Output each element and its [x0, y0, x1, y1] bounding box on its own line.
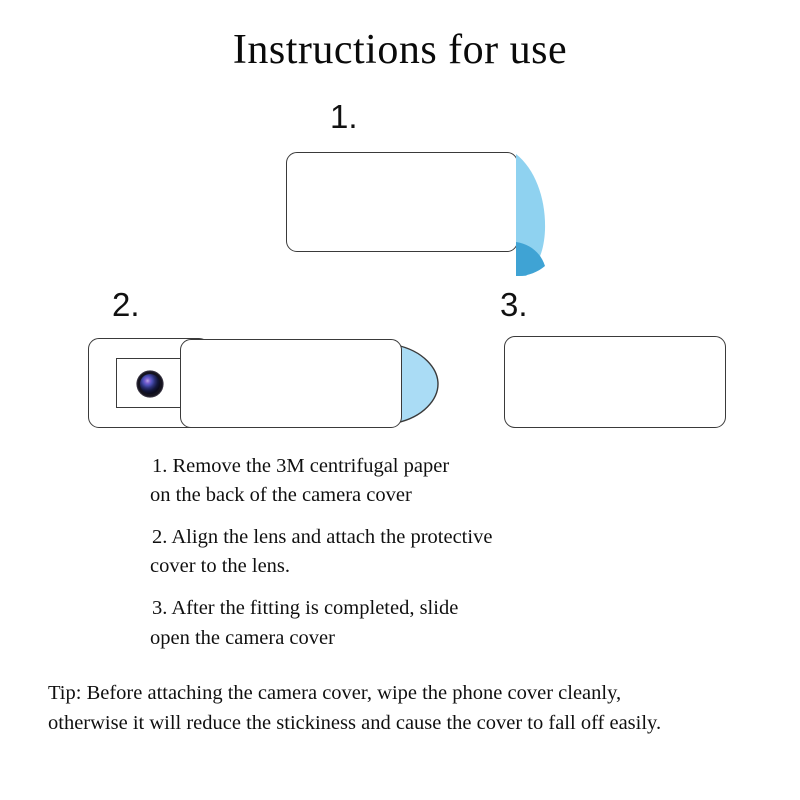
step-number-1: 1.: [330, 98, 358, 135]
instruction-1-line-1: 1. Remove the 3M centrifugal paper: [152, 455, 450, 477]
figure-step-2: [88, 338, 448, 430]
instruction-1-line-2: on the back of the camera cover: [150, 484, 412, 507]
tip-line-1: Tip: Before attaching the camera cover, …: [48, 682, 622, 704]
camera-cover-plate: [286, 152, 518, 252]
instruction-list: 1. Remove the 3M centrifugal paper on th…: [150, 452, 670, 666]
figure-step-3: [504, 336, 726, 428]
instruction-2-line-2: cover to the lens.: [150, 555, 291, 578]
sliding-camera-cover: [180, 339, 402, 428]
instruction-item-3: 3. After the fitting is completed, slide…: [150, 594, 670, 652]
cover-pull-tab: [394, 343, 440, 425]
instruction-item-2: 2. Align the lens and attach the protect…: [150, 523, 670, 581]
instruction-item-1: 1. Remove the 3M centrifugal paper on th…: [150, 452, 670, 510]
tip-line-2: otherwise it will reduce the stickiness …: [48, 711, 662, 734]
instruction-3-line-2: open the camera cover: [150, 626, 335, 649]
figure-step-1: [286, 152, 556, 277]
instruction-3-line-1: 3. After the fitting is completed, slide: [152, 597, 459, 620]
instruction-2-line-1: 2. Align the lens and attach the protect…: [152, 526, 493, 549]
tip-note: Tip: Before attaching the camera cover, …: [48, 679, 788, 739]
closed-camera-cover: [504, 336, 726, 428]
step-number-2: 2.: [112, 286, 140, 323]
peel-off-backing-paper: [514, 154, 550, 276]
page-title: Instructions for use: [232, 27, 568, 73]
step-number-3: 3.: [500, 286, 528, 323]
camera-lens-icon: [140, 374, 160, 394]
